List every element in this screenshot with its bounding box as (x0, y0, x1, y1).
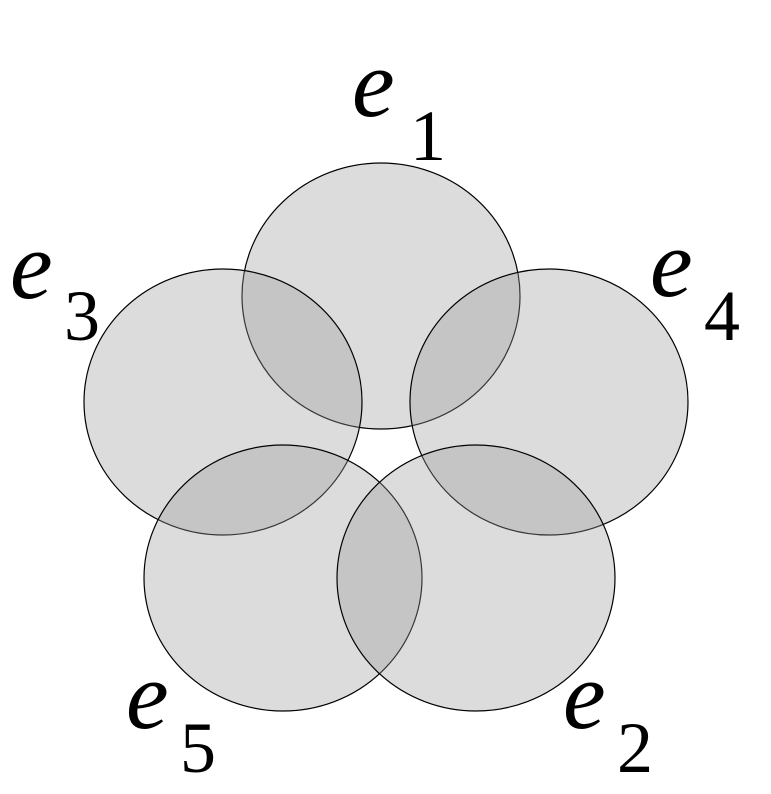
label-e2-sub: 2 (617, 708, 653, 788)
label-e3-base: e (10, 212, 53, 319)
label-e3: e 3 (10, 212, 100, 356)
circle-e2 (336, 444, 616, 712)
label-e2-base: e (563, 642, 606, 749)
label-e4-base: e (650, 210, 693, 317)
label-e5-sub: 5 (180, 708, 216, 788)
label-e1-sub: 1 (410, 96, 446, 176)
label-e5: e 5 (126, 642, 216, 788)
label-e5-base: e (126, 642, 169, 749)
label-e1: e 1 (352, 30, 446, 176)
circle-e5 (143, 444, 423, 712)
circle-e4 (409, 268, 689, 536)
label-e2: e 2 (563, 642, 653, 788)
label-e4-sub: 4 (704, 276, 740, 356)
circle-e1 (241, 162, 521, 430)
label-e3-sub: 3 (64, 276, 100, 356)
circles-group (83, 162, 689, 712)
circle-e3 (83, 268, 363, 536)
label-e1-base: e (352, 30, 395, 137)
label-e4: e 4 (650, 210, 740, 356)
